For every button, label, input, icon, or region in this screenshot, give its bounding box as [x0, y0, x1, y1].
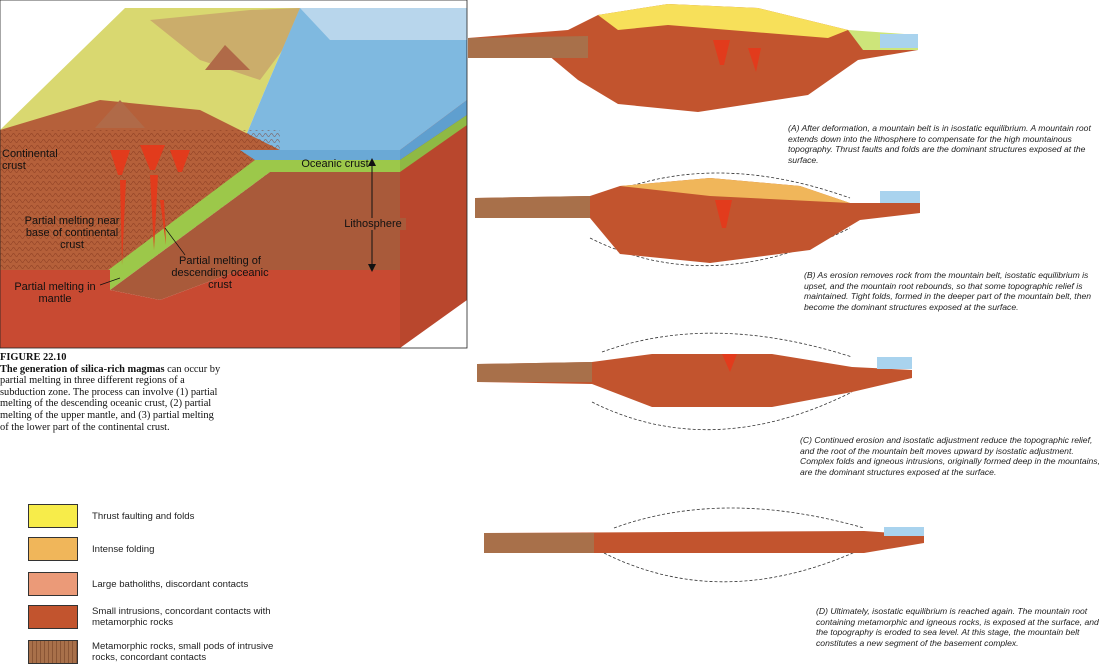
legend-item: Intense folding	[28, 537, 278, 563]
legend-label: Intense folding	[92, 543, 155, 555]
volcano	[95, 100, 145, 128]
mantle	[0, 270, 400, 348]
oceanic-crust-band	[95, 160, 400, 290]
label-partial-melting-mantle: Partial melting in mantle	[14, 281, 96, 305]
legend-label: Thrust faulting and folds	[92, 510, 195, 522]
stage-d-caption: (D) Ultimately, isostatic equilibrium is…	[816, 606, 1099, 648]
subduction-block-diagram	[0, 0, 468, 349]
legend-swatch	[28, 572, 78, 596]
legend-swatch	[28, 537, 78, 561]
label-partial-melting-descending: Partial melting of descending oceanic cr…	[171, 255, 269, 291]
stage-c-caption: (C) Continued erosion and isostatic adju…	[800, 435, 1100, 477]
figure-text: can occur by partial melting in three di…	[0, 363, 221, 433]
label-partial-melting-base: Partial melting near base of continental…	[24, 215, 120, 251]
mountain-stage-c	[477, 332, 912, 431]
legend-item: Metamorphic rocks, small pods of intrusi…	[28, 640, 278, 666]
stage-a-caption: (A) After deformation, a mountain belt i…	[788, 123, 1091, 165]
legend-swatch	[28, 605, 78, 629]
legend-swatch	[28, 504, 78, 528]
stage-b-caption: (B) As erosion removes rock from the mou…	[804, 270, 1092, 312]
legend-item: Large batholiths, discordant contacts	[28, 572, 278, 598]
volcano	[205, 45, 250, 70]
mountain-stage-b	[475, 172, 920, 267]
mountain-stage-d	[484, 507, 924, 583]
figure-title: The generation of silica-rich magmas	[0, 363, 165, 375]
label-oceanic-crust: Oceanic crust	[301, 158, 369, 170]
magma-bodies	[110, 145, 190, 265]
legend-item: Thrust faulting and folds	[28, 504, 278, 530]
coastal-hills	[150, 8, 300, 80]
ocean-water-front	[240, 150, 400, 160]
legend-label: Metamorphic rocks, small pods of intrusi…	[92, 641, 274, 663]
lithosphere	[110, 172, 400, 300]
figure-number: FIGURE 22.10	[0, 352, 67, 363]
legend-label: Large batholiths, discordant contacts	[92, 578, 249, 590]
legend-item: Small intrusions, concordant contacts wi…	[28, 605, 278, 631]
legend-label: Small intrusions, concordant contacts wi…	[92, 606, 271, 628]
mountain-stage-a	[468, 4, 918, 112]
ocean-shallow	[300, 8, 467, 40]
figure-caption: FIGURE 22.10 The generation of silica-ri…	[0, 352, 222, 433]
label-lithosphere: Lithosphere	[340, 218, 406, 230]
label-continental-crust: Continental crust	[2, 148, 58, 172]
ocean-surface	[240, 8, 467, 150]
legend-swatch	[28, 640, 78, 664]
block-side-face	[400, 100, 467, 348]
